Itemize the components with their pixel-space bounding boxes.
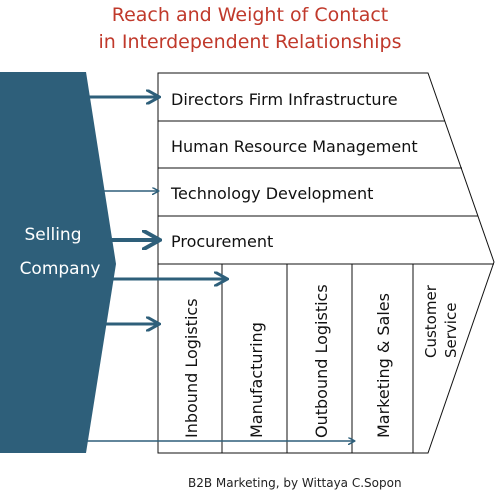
title-line-1: Reach and Weight of Contact: [111, 4, 389, 26]
title-line-2: in Interdependent Relationships: [98, 31, 402, 53]
support-label-infrastructure: Directors Firm Infrastructure: [171, 90, 398, 109]
primary-label-marketing: Marketing & Sales: [374, 293, 393, 438]
primary-label-outbound: Outbound Logistics: [312, 284, 331, 438]
primary-label-manufacturing: Manufacturing: [247, 322, 266, 438]
support-label-technology: Technology Development: [170, 184, 373, 203]
selling-company-line-1: Selling: [25, 225, 82, 245]
diagram-title: Reach and Weight of Contact in Interdepe…: [0, 2, 500, 56]
support-label-hrm: Human Resource Management: [171, 137, 418, 156]
footer-credit: B2B Marketing, by Wittaya C.Sopon: [188, 476, 402, 490]
primary-label-customer-service: Customer Service: [422, 280, 460, 358]
selling-company-block: [0, 72, 116, 453]
customer-service-word-1: Customer: [422, 284, 440, 358]
support-label-procurement: Procurement: [171, 232, 273, 251]
primary-label-inbound: Inbound Logistics: [182, 298, 201, 438]
customer-service-word-2: Service: [442, 303, 460, 358]
selling-company-line-2: Company: [20, 259, 101, 279]
